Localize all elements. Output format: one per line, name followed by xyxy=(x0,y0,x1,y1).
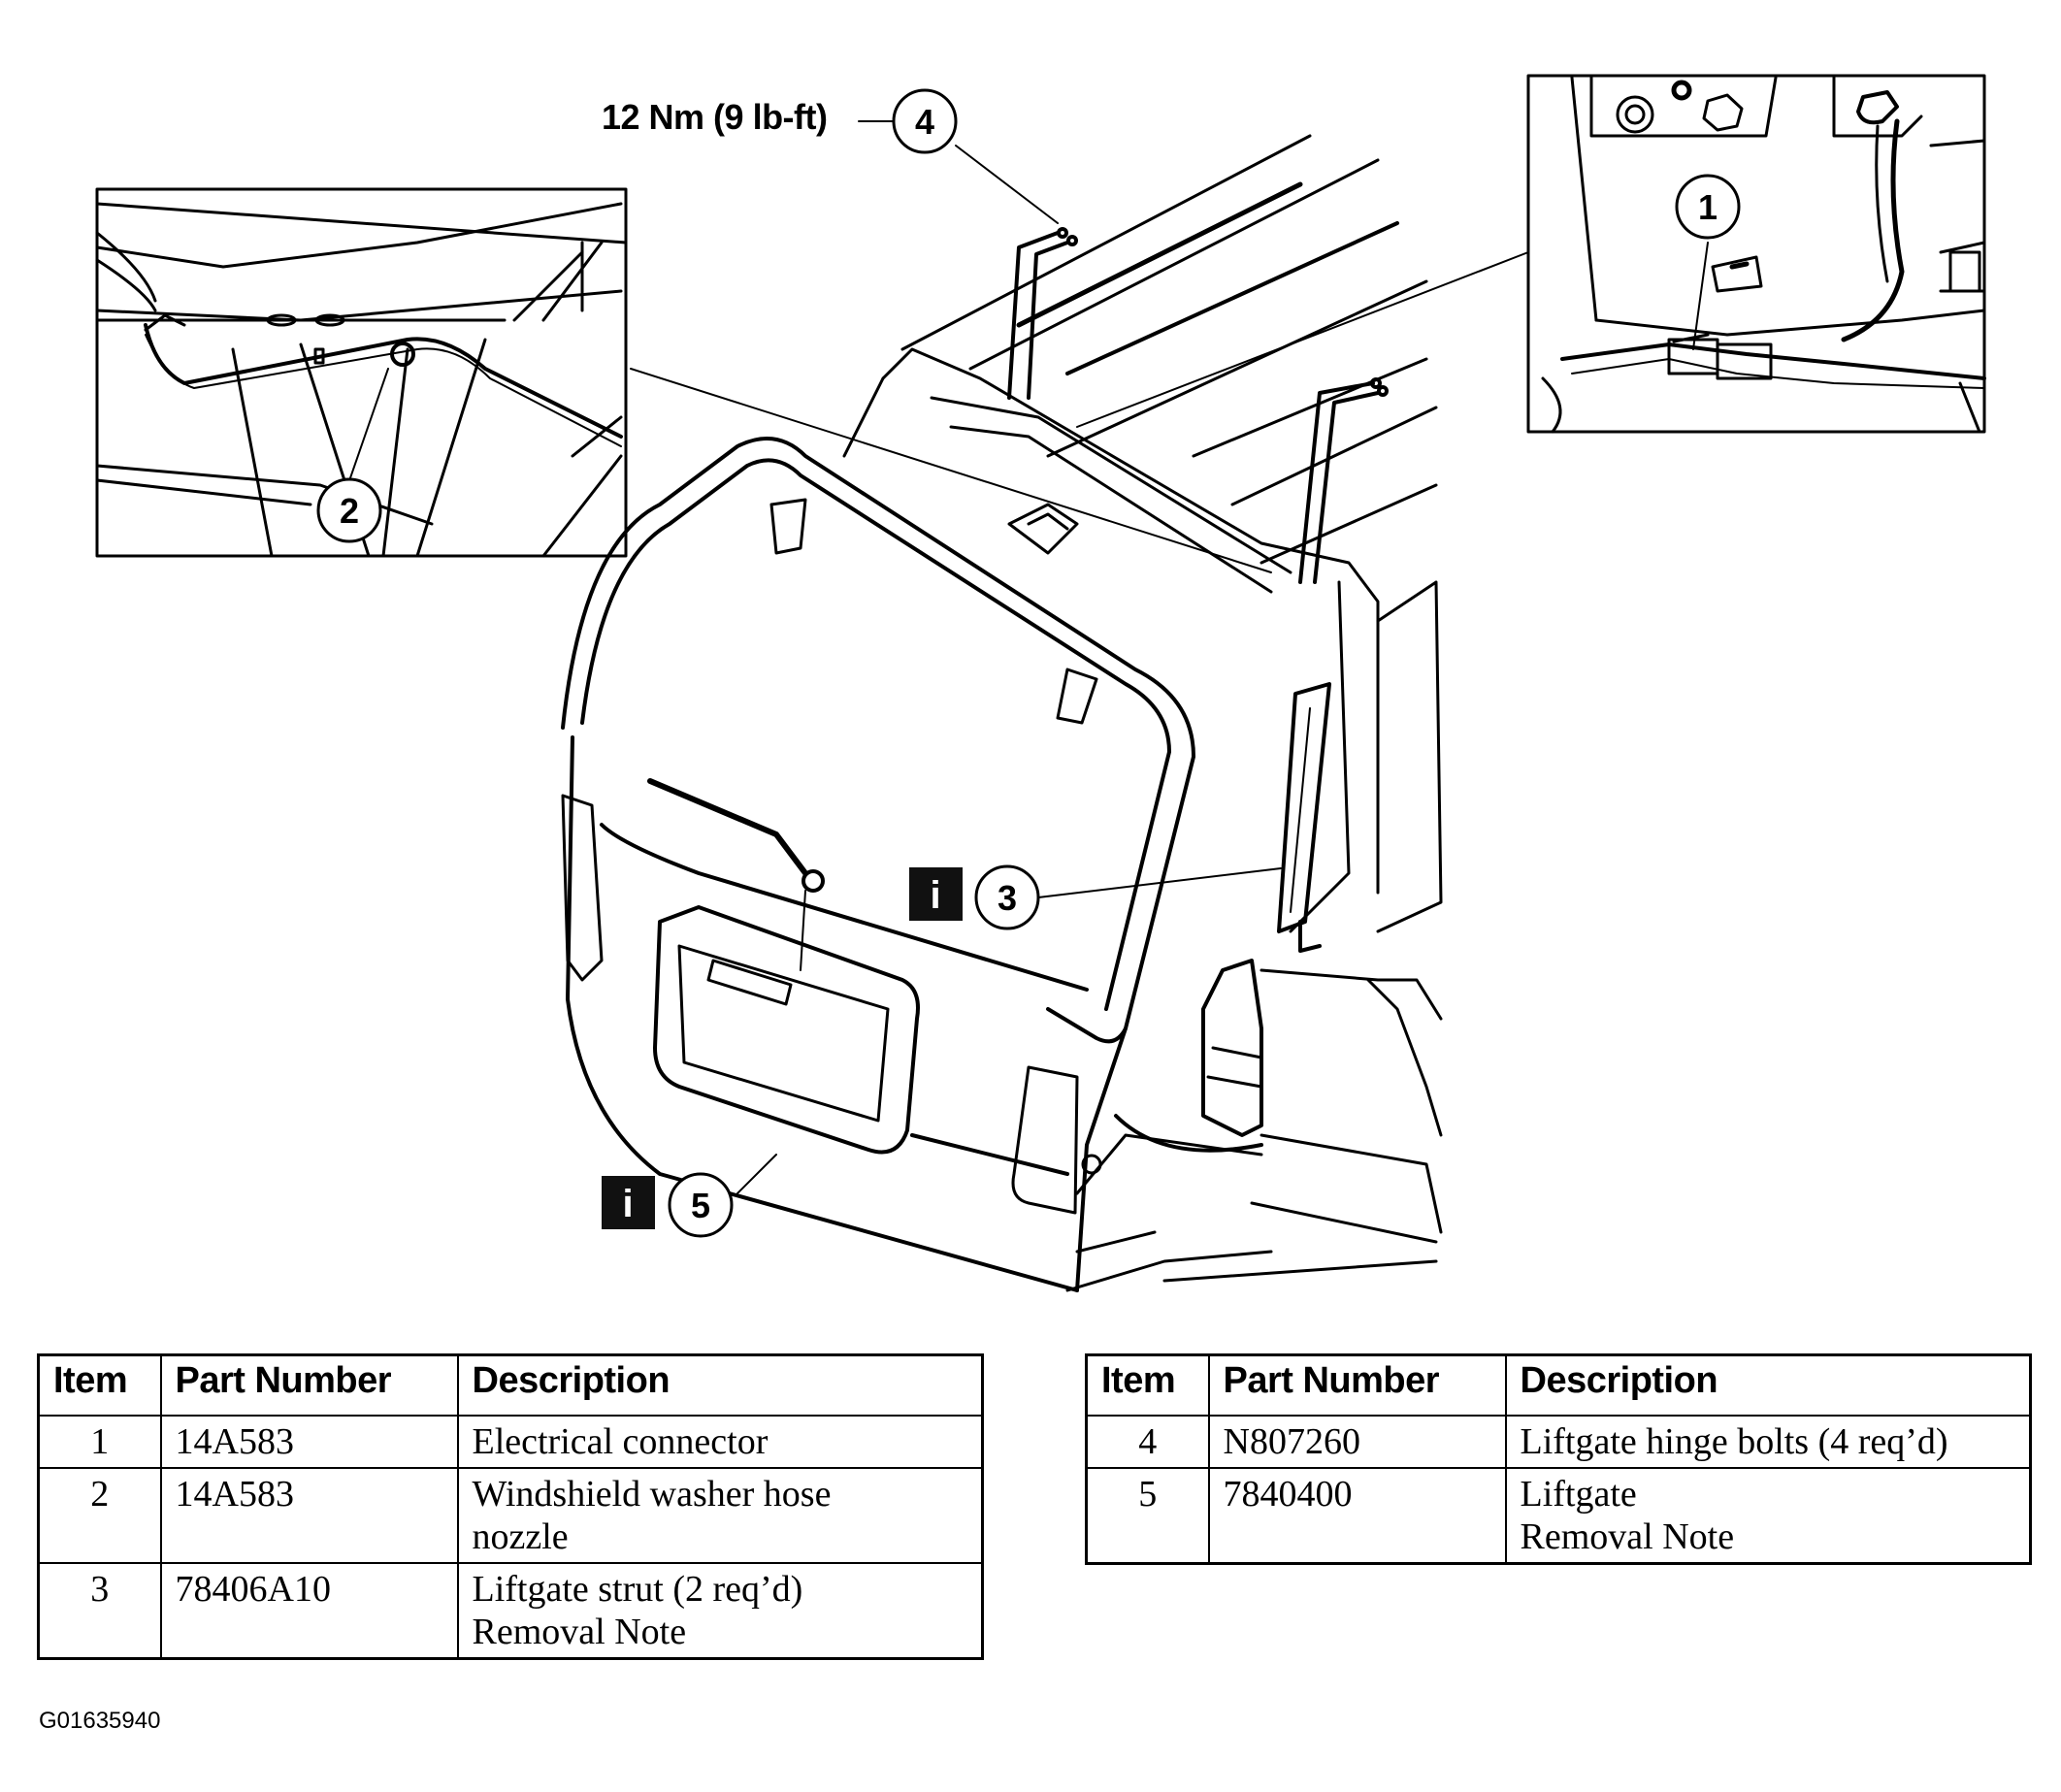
cell-description: Liftgate Removal Note xyxy=(1504,1467,2032,1565)
table-row: 1 14A583 Electrical connector xyxy=(37,1415,984,1469)
cell-item: 3 xyxy=(37,1562,162,1660)
header-part-number: Part Number xyxy=(1207,1353,1507,1417)
cell-part-number: N807260 xyxy=(1207,1415,1507,1469)
cell-part-number: 78406A10 xyxy=(159,1562,459,1660)
inset-washer-nozzle xyxy=(95,187,628,558)
info-icon: i xyxy=(602,1176,655,1229)
parts-table-left: Item Part Number Description 1 14A583 El… xyxy=(37,1353,984,1660)
table-row: 5 7840400 Liftgate Removal Note xyxy=(1085,1467,2032,1565)
table-row: 4 N807260 Liftgate hinge bolts (4 req’d) xyxy=(1085,1415,2032,1469)
cell-part-number: 14A583 xyxy=(159,1467,459,1564)
inset-electrical-connector xyxy=(1526,74,1986,434)
callout-2-label: 2 xyxy=(340,491,359,531)
cell-item: 4 xyxy=(1085,1415,1210,1469)
table-row: 2 14A583 Windshield washer hose nozzle xyxy=(37,1467,984,1564)
cell-description: Liftgate strut (2 req’d) Removal Note xyxy=(456,1562,984,1660)
header-item: Item xyxy=(1085,1353,1210,1417)
description-line: Electrical connector xyxy=(472,1421,769,1462)
description-line: Liftgate strut (2 req’d) xyxy=(472,1569,803,1610)
header-description: Description xyxy=(1504,1353,2032,1417)
cell-description: Liftgate hinge bolts (4 req’d) xyxy=(1504,1415,2032,1469)
cell-item: 5 xyxy=(1085,1467,1210,1565)
description-line: Removal Note xyxy=(472,1612,687,1652)
callout-item-5: 5 xyxy=(668,1172,734,1238)
liftgate-strut xyxy=(1277,682,1331,953)
torque-spec-label: 12 Nm (9 lb-ft) xyxy=(602,97,828,137)
callout-1-label: 1 xyxy=(1698,187,1718,227)
parts-table-right: Item Part Number Description 4 N807260 L… xyxy=(1085,1353,2032,1565)
leader-lines xyxy=(344,120,1709,1194)
cell-part-number: 7840400 xyxy=(1207,1467,1507,1565)
callout-item-1: 1 xyxy=(1675,174,1741,240)
cell-item: 1 xyxy=(37,1415,162,1469)
callout-3-label: 3 xyxy=(998,878,1017,918)
callout-item-3: 3 xyxy=(974,864,1040,930)
info-icon-glyph-3: i xyxy=(930,874,940,917)
liftgate xyxy=(561,437,1263,1292)
roof-cowl xyxy=(930,396,1292,594)
hinge-rods xyxy=(1007,227,1389,584)
header-item: Item xyxy=(37,1353,162,1417)
callout-5-label: 5 xyxy=(691,1186,710,1225)
cell-description: Windshield washer hose nozzle xyxy=(456,1467,984,1564)
info-icon-glyph-5: i xyxy=(622,1183,633,1225)
header-part-number: Part Number xyxy=(159,1353,459,1417)
figure-id: G01635940 xyxy=(39,1708,161,1734)
callout-item-4: 4 xyxy=(892,88,958,154)
callout-item-2: 2 xyxy=(316,477,382,543)
header-description: Description xyxy=(456,1353,984,1417)
info-icon: i xyxy=(909,867,963,921)
description-line: Liftgate hinge bolts (4 req’d) xyxy=(1520,1421,1948,1462)
description-line: Windshield washer hose xyxy=(472,1474,832,1515)
cell-item: 2 xyxy=(37,1467,162,1564)
table-header-row: Item Part Number Description xyxy=(37,1353,984,1417)
callout-4-label: 4 xyxy=(915,102,934,142)
table-header-row: Item Part Number Description xyxy=(1085,1353,2032,1417)
table-row: 3 78406A10 Liftgate strut (2 req’d) Remo… xyxy=(37,1562,984,1660)
cell-description: Electrical connector xyxy=(456,1415,984,1469)
vehicle-body xyxy=(842,134,1443,1292)
description-line: Liftgate xyxy=(1520,1474,1637,1515)
description-line: nozzle xyxy=(472,1516,569,1557)
cell-part-number: 14A583 xyxy=(159,1415,459,1469)
description-line: Removal Note xyxy=(1520,1516,1735,1557)
